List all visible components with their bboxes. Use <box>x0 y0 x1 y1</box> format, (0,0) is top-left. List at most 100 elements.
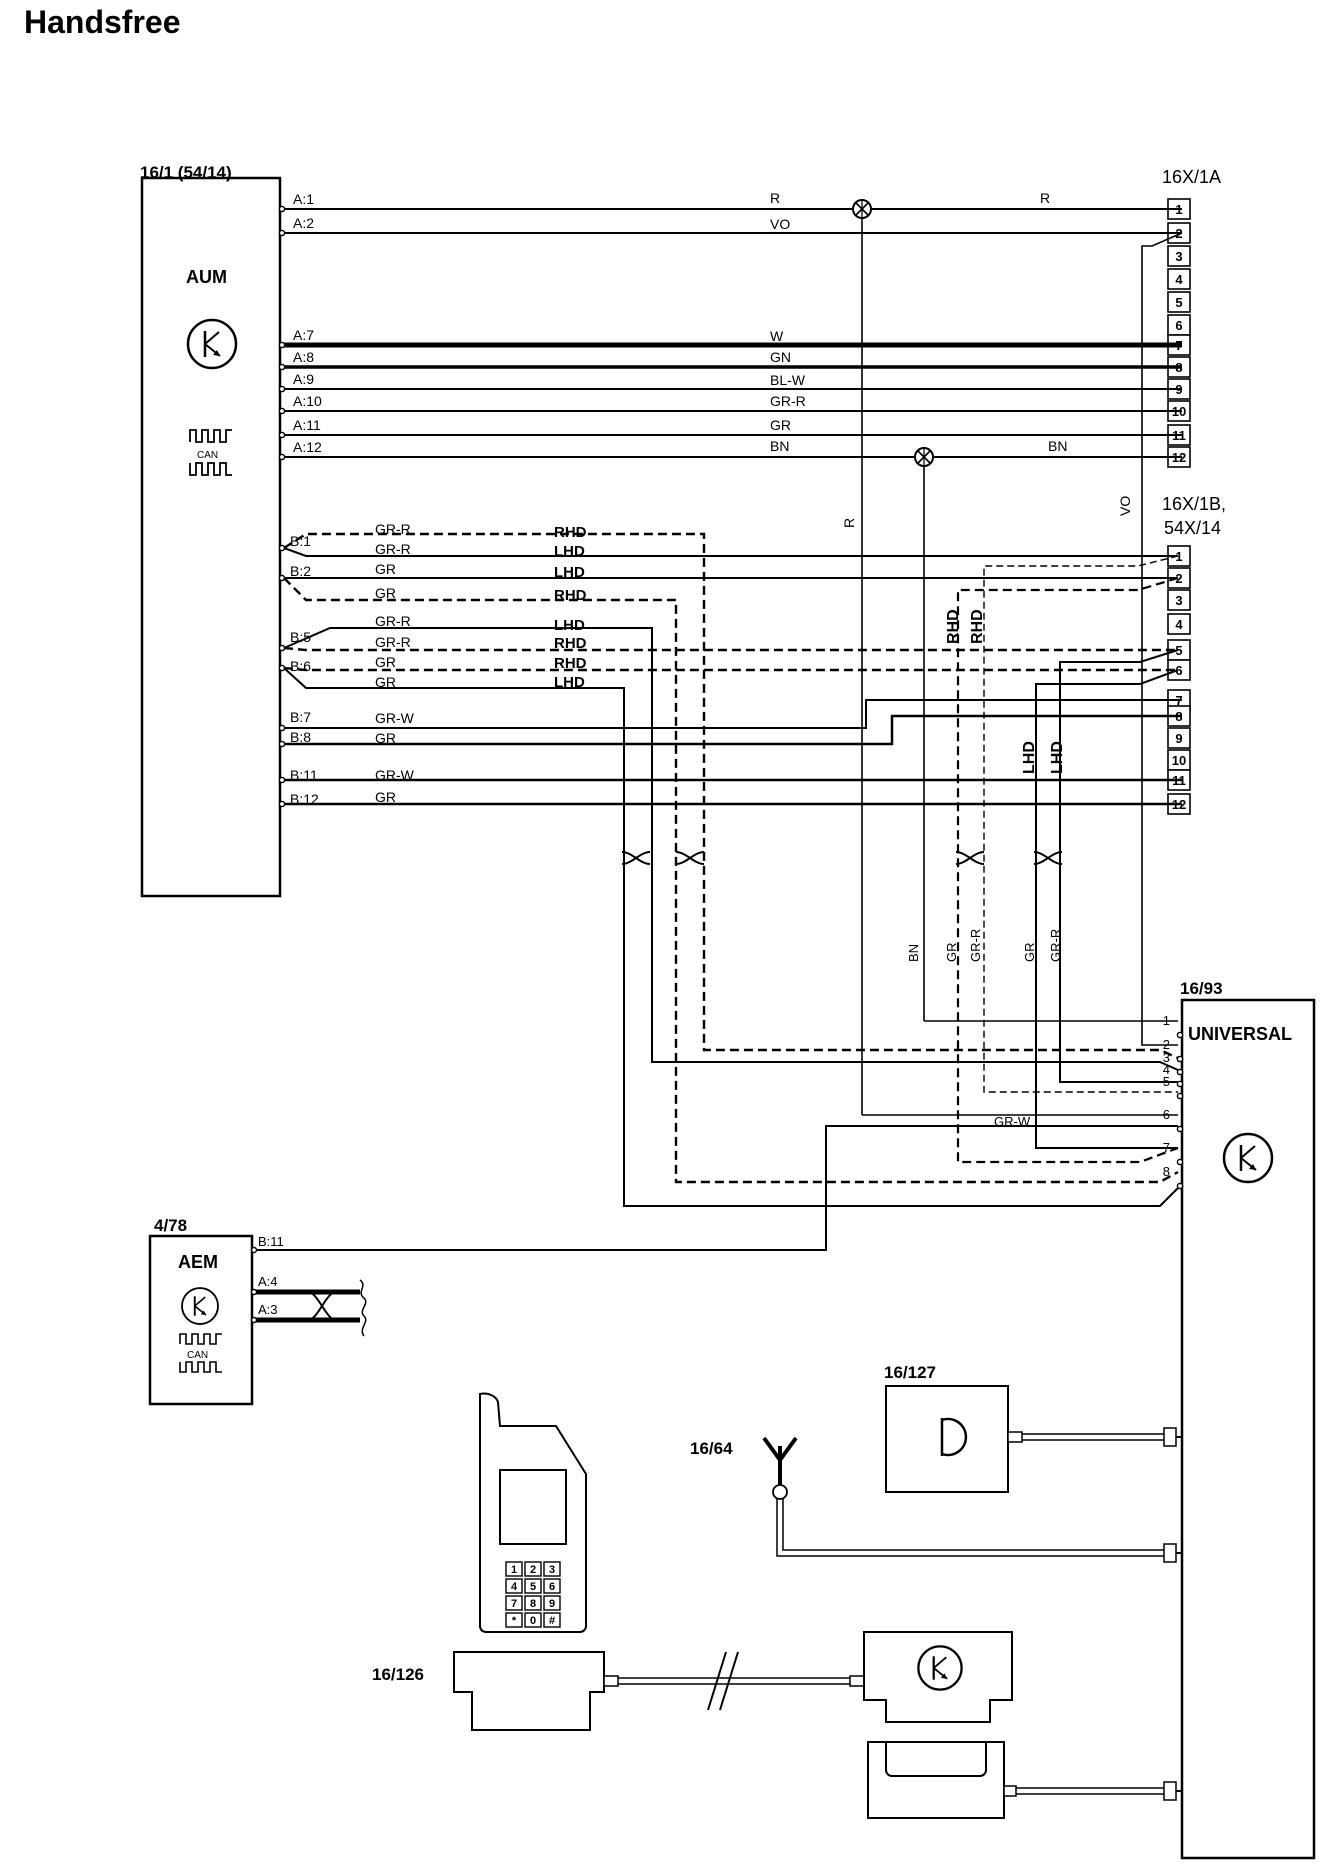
universal-pin-label: 2 <box>1163 1037 1170 1052</box>
phone-key-label: 9 <box>549 1598 555 1610</box>
connector-b-pin-label: 3 <box>1175 593 1182 608</box>
phone-key-label: 4 <box>511 1581 518 1593</box>
connector-a-pin-label: 6 <box>1175 318 1182 333</box>
svg-text:GR-R: GR-R <box>375 521 411 537</box>
svg-text:A:3: A:3 <box>258 1302 278 1317</box>
break-mark-icon <box>707 1651 727 1711</box>
twist-icon <box>307 1291 337 1321</box>
connector-a-pin <box>1167 291 1191 313</box>
universal-pin-dot <box>1176 1125 1184 1133</box>
twist-symbols <box>621 851 1063 865</box>
svg-text:A:11: A:11 <box>293 417 321 433</box>
svg-text:VO: VO <box>770 216 790 232</box>
phone-key <box>543 1578 561 1594</box>
aum-pin-dot <box>278 740 286 748</box>
svg-text:B:8: B:8 <box>290 729 311 745</box>
aum-pin-dot <box>278 453 286 461</box>
svg-text:R: R <box>770 190 780 206</box>
svg-text:LHD: LHD <box>554 543 585 560</box>
svg-text:RHD: RHD <box>554 587 587 604</box>
phone-id: 16/126 <box>372 1665 424 1684</box>
svg-text:GR-R: GR-R <box>968 929 983 962</box>
svg-text:LHD: LHD <box>554 674 585 691</box>
phone-key <box>524 1561 542 1577</box>
connector-a-pin <box>1167 268 1191 290</box>
svg-text:B:7: B:7 <box>290 709 311 725</box>
aum-pin-dot <box>278 407 286 415</box>
phone-key <box>543 1612 561 1628</box>
svg-text:A:4: A:4 <box>258 1274 278 1289</box>
aem-can-label: CAN <box>187 1350 208 1361</box>
svg-text:LHD: LHD <box>554 617 585 634</box>
svg-text:GR: GR <box>375 561 396 577</box>
phone-key <box>524 1612 542 1628</box>
aem-transistor-icon <box>181 1287 219 1325</box>
phone-key-label: 7 <box>511 1598 517 1610</box>
phone-key <box>505 1595 523 1611</box>
svg-text:B:1: B:1 <box>290 533 311 549</box>
phone-key <box>543 1561 561 1577</box>
phone-key-label: 3 <box>549 1564 555 1576</box>
phone-cradle <box>453 1651 605 1731</box>
aum-module: 16/1 (54/14) AUM CAN <box>140 163 282 898</box>
svg-text:B:6: B:6 <box>290 658 311 674</box>
aum-can-label: CAN <box>197 450 218 461</box>
phone-key <box>505 1561 523 1577</box>
svg-text:A:7: A:7 <box>293 327 314 343</box>
aum-can-icon: CAN <box>189 429 232 476</box>
universal-pin-label: 3 <box>1163 1050 1170 1065</box>
a-wire-labels: R R VO W GN BL-W GR-R GR BN BN <box>770 190 1067 454</box>
connector-b-pin-label: 5 <box>1175 643 1182 658</box>
phone-key-label: 2 <box>530 1564 536 1576</box>
svg-text:LHD: LHD <box>1021 741 1038 774</box>
phone-key <box>505 1578 523 1594</box>
aum-pin-dot <box>278 341 286 349</box>
phone-screen <box>499 1469 567 1545</box>
svg-text:BN: BN <box>906 944 921 962</box>
aum-pin-dot <box>278 664 286 672</box>
svg-text:GR: GR <box>1022 943 1037 963</box>
antenna-16-64: 16/64 <box>690 1436 1182 1563</box>
twist-icon <box>1033 851 1063 865</box>
aum-id: 16/1 (54/14) <box>140 163 232 182</box>
connector-b-pin <box>1167 727 1191 749</box>
connector-b-id-line1: 16X/1B, <box>1162 494 1226 514</box>
svg-text:GR-W: GR-W <box>375 767 415 783</box>
splice-points <box>852 199 934 467</box>
vertical-labels: VO R RHD RHD LHD LHD BN GR GR-R GR GR-R <box>841 496 1133 962</box>
svg-text:GR-R: GR-R <box>375 613 411 629</box>
svg-text:A:12: A:12 <box>293 439 322 455</box>
svg-text:BN: BN <box>1048 438 1067 454</box>
aum-transistor-icon <box>186 318 238 370</box>
aum-name: AUM <box>186 267 227 287</box>
connector-a-pin-label: 4 <box>1175 272 1183 287</box>
connector-a-pin-label: 5 <box>1175 295 1182 310</box>
aum-pin-dot <box>278 363 286 371</box>
universal-pin-dot <box>1176 1068 1184 1076</box>
page-title: Handsfree <box>24 4 181 40</box>
svg-text:A:10: A:10 <box>293 393 322 409</box>
svg-text:GR: GR <box>375 789 396 805</box>
svg-text:GR-R: GR-R <box>375 541 411 557</box>
svg-text:B:5: B:5 <box>290 629 311 645</box>
svg-text:GR: GR <box>944 943 959 963</box>
universal-pin-label: 6 <box>1163 1107 1170 1122</box>
aem-module: 4/78 AEM CAN B:11 A:4 A:3 <box>148 1216 367 1406</box>
phone-key <box>505 1612 523 1628</box>
splice-bn-icon <box>914 447 934 467</box>
svg-text:RHD: RHD <box>554 635 587 652</box>
a-wires <box>282 208 1183 1116</box>
wire-break-icon <box>359 1279 367 1337</box>
aum-pin-dot <box>278 385 286 393</box>
phone-key-label: 0 <box>530 1615 536 1627</box>
phone-key-label: * <box>512 1615 517 1627</box>
phone-key <box>524 1578 542 1594</box>
mic-id: 16/127 <box>884 1363 936 1382</box>
universal-pin-dot <box>1176 1158 1184 1166</box>
svg-text:RHD: RHD <box>554 655 587 672</box>
universal-pin-dot <box>1176 1055 1184 1063</box>
universal-pin-label: 8 <box>1163 1164 1170 1179</box>
